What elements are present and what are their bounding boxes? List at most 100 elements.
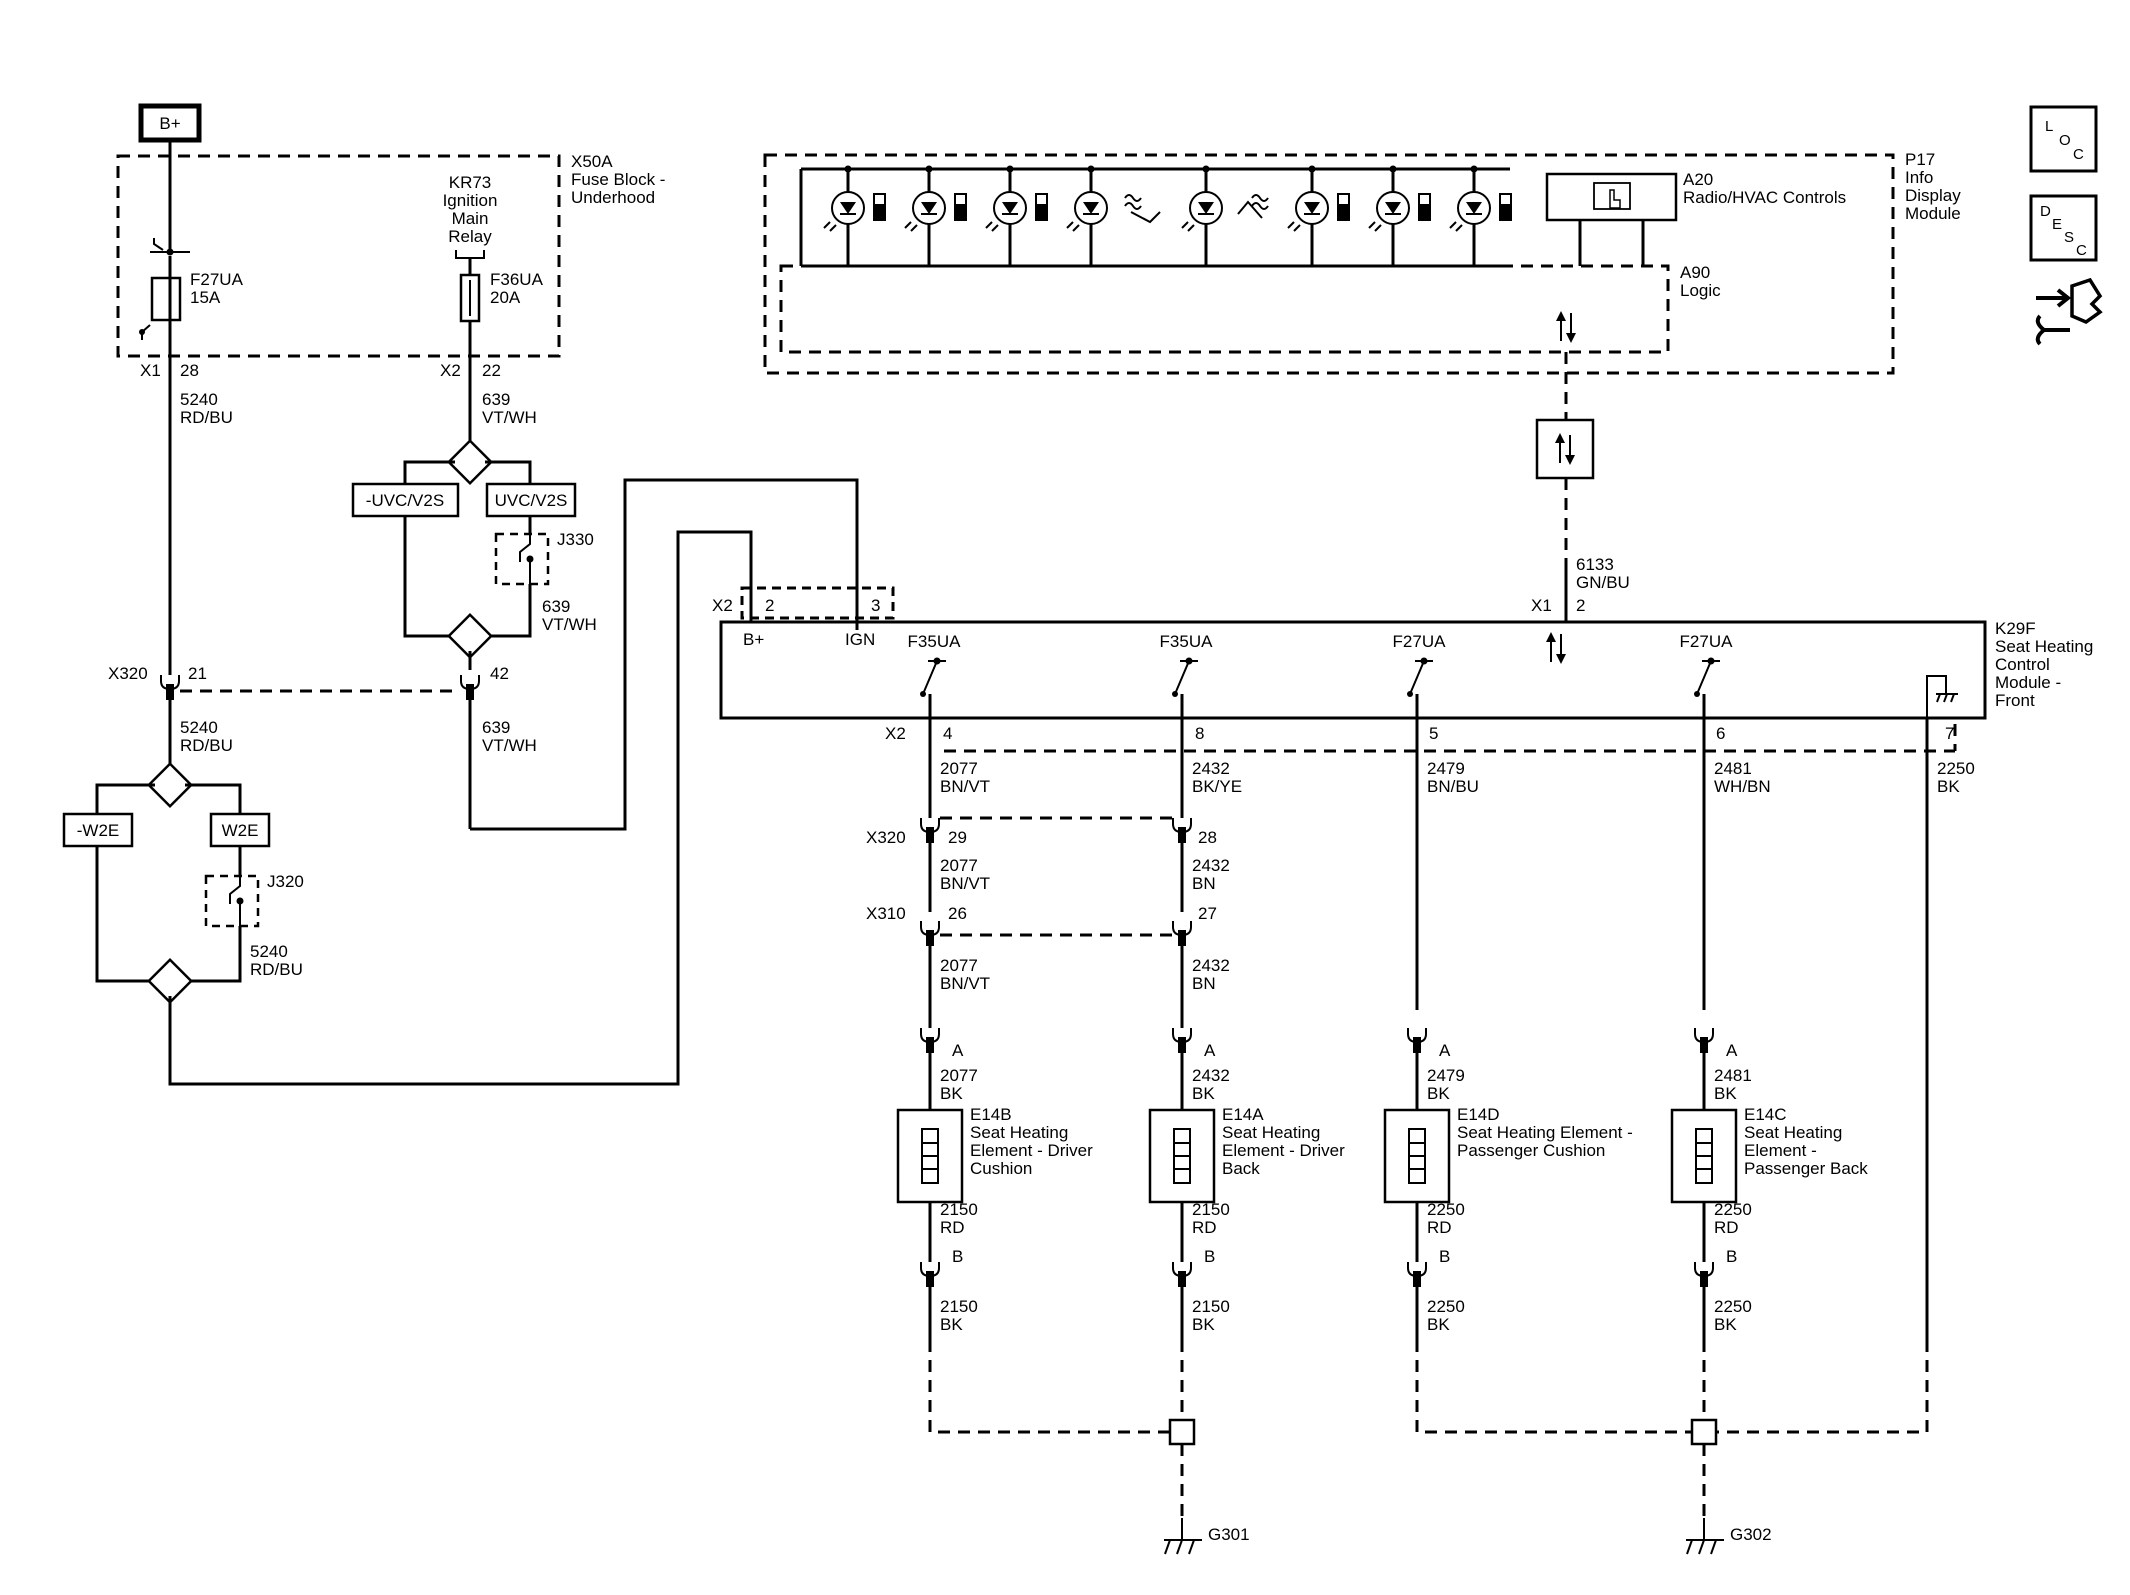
wire-2077-number-3: 2077 [940,956,978,975]
wire-6133-number: 6133 [1576,555,1614,574]
wire-2077-number: 2077 [940,759,978,778]
k29f-pin-3: 3 [871,596,880,615]
p17-desc-2: Display [1905,186,1961,205]
wire-2479-number: 2479 [1427,759,1465,778]
wire-2250rd-number-2: 2250 [1714,1200,1752,1219]
kr73-label: KR73 [449,173,492,192]
wire-639-color: VT/WH [482,408,537,427]
splice-j330: J330 [494,530,594,586]
led-indicator-5 [1181,191,1223,232]
wire-2432bk-number: 2432 [1192,1066,1230,1085]
svg-text:Back: Back [1222,1159,1260,1178]
wire-2250rd-number-1: 2250 [1427,1200,1465,1219]
wire-2150bk-number-1: 2150 [940,1297,978,1316]
wire-2077-color-3: BN/VT [940,974,990,993]
connector-a-label-4: A [1726,1041,1738,1060]
wire-2432-number: 2432 [1192,759,1230,778]
svg-text:15A: 15A [190,288,221,307]
x50a-pin-28: 28 [180,361,199,380]
svg-text:E14A: E14A [1222,1105,1264,1124]
k29f-desc-3: Module - [1995,673,2061,692]
svg-text:Seat Heating: Seat Heating [1744,1123,1842,1142]
wire-2250rd-color-2: RD [1714,1218,1739,1237]
battery-positive-terminal: B+ [138,103,202,143]
f27ua-fuse: F27UA 15A [139,140,244,340]
desc-button-icon[interactable]: D E S C [2029,194,2098,262]
loc-button-icon[interactable]: L O C [2029,105,2098,173]
connector-a-label-3: A [1439,1041,1451,1060]
k29f-desc-2: Control [1995,655,2050,674]
wire-2250bk-color-1: BK [1427,1315,1450,1334]
wire-2250-color: BK [1937,777,1960,796]
e14a-heating-element [1148,1108,1216,1204]
option-uvc-v2s-negative: -UVC/V2S [351,482,460,518]
wire-5240-color: RD/BU [180,408,233,427]
splice-j320: J320 [204,872,304,928]
svg-text:C: C [2076,242,2087,259]
wire-2150rd-color-2: RD [1192,1218,1217,1237]
k29f-pin-2: 2 [765,596,774,615]
k29f-x1-connector: X1 [1531,596,1552,615]
wire-2150bk-number-2: 2150 [1192,1297,1230,1316]
k29f-x2-bottom-label: X2 [885,724,906,743]
x320-connector-label: X320 [108,664,148,683]
connector-x320-21 [160,674,180,701]
a90-logic-outline [779,264,1670,354]
k29f-pin-7: 7 [1945,724,1954,743]
k29f-label: K29F [1995,619,2036,638]
wire-5240-number-2: 5240 [180,718,218,737]
hvac-indicator-panel [799,165,1512,268]
wire-2479-color: BN/BU [1427,777,1479,796]
ground-g301-icon [1163,1517,1203,1555]
k29f-serial-data-arrows [1545,631,1567,665]
k29f-desc-1: Seat Heating [1995,637,2093,656]
connector-tool-icon[interactable] [2035,277,2103,346]
svg-text:Cushion: Cushion [970,1159,1032,1178]
connector-b-e14a [1172,1261,1192,1288]
k29f-switch-4 [1693,656,1721,698]
ground-splice-g301 [1168,1418,1196,1446]
connector-x320-28 [1172,817,1192,844]
connector-x310-26 [920,920,940,947]
svg-text:Passenger Cushion: Passenger Cushion [1457,1141,1605,1160]
x50a-x1-connector: X1 [140,361,161,380]
wire-2479bk-color: BK [1427,1084,1450,1103]
kr73-label-2: Ignition [443,191,498,210]
x50a-fuse-block-outline [116,154,561,358]
connector-b-label-1: B [952,1247,963,1266]
wire-2077bk-number: 2077 [940,1066,978,1085]
k29f-x2-b-connector [740,586,895,620]
p17-desc-3: Module [1905,204,1961,223]
connector-b-e14b [920,1261,940,1288]
x50a-x2-connector: X2 [440,361,461,380]
x50a-desc-2: Underhood [571,188,655,207]
x50a-desc-1: Fuse Block - [571,170,665,189]
k29f-pin-5: 5 [1429,724,1438,743]
ground-splice-g302 [1690,1418,1718,1446]
wire-2077-color-2: BN/VT [940,874,990,893]
x310-pin-27: 27 [1198,904,1217,923]
svg-text:J330: J330 [557,530,594,549]
wire-2077-number-2: 2077 [940,856,978,875]
svg-text:UVC/V2S: UVC/V2S [495,491,568,510]
k29f-desc-4: Front [1995,691,2035,710]
wire-2432-color-3: BN [1192,974,1216,993]
wire-2432-number-2: 2432 [1192,856,1230,875]
wire-639-color-3: VT/WH [482,736,537,755]
connector-b-e14c [1694,1261,1714,1288]
svg-text:Element - Driver: Element - Driver [1222,1141,1345,1160]
connector-x320-29 [920,817,940,844]
led-indicator-2 [904,191,946,232]
wire-5240-color-3: RD/BU [250,960,303,979]
svg-text:A20: A20 [1683,170,1713,189]
svg-text:E14B: E14B [970,1105,1012,1124]
svg-text:Seat Heating: Seat Heating [1222,1123,1320,1142]
x50a-pin-22: 22 [482,361,501,380]
wire-2250bk-color-2: BK [1714,1315,1737,1334]
svg-text:S: S [2064,229,2074,246]
svg-text:Element - Driver: Element - Driver [970,1141,1093,1160]
svg-text:E: E [2052,216,2062,233]
connector-a-e14b [920,1027,940,1054]
wire-2150bk-color-2: BK [1192,1315,1215,1334]
